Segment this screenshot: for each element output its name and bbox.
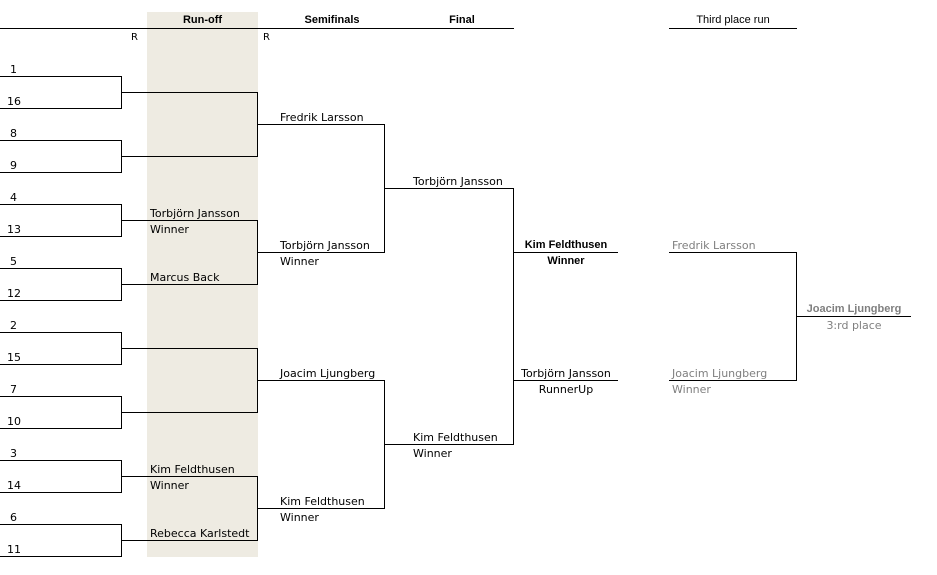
seed-label: 5 bbox=[10, 255, 17, 268]
seed-label: 12 bbox=[7, 287, 21, 300]
seed-label: 1 bbox=[10, 63, 17, 76]
seed-label: 7 bbox=[10, 383, 17, 396]
third-place-result-name: Joacim Ljungberg bbox=[806, 303, 902, 315]
seed-label: 6 bbox=[10, 511, 17, 524]
seed-label: 11 bbox=[7, 543, 21, 556]
runoff-player-4: Rebecca Karlstedt bbox=[150, 527, 250, 540]
header-semifinals: Semifinals bbox=[304, 14, 360, 26]
header-final: Final bbox=[449, 14, 475, 26]
header-third-place-run: Third place run bbox=[696, 14, 770, 26]
header-r-right: R bbox=[263, 32, 270, 43]
final-runner-label: RunnerUp bbox=[538, 383, 594, 396]
runoff-status-1: Winner bbox=[150, 223, 189, 236]
third-status-bottom: Winner bbox=[672, 383, 711, 396]
quarter-status-d: Winner bbox=[280, 511, 319, 524]
seed-label: 8 bbox=[10, 127, 17, 140]
third-place-result-label: 3:rd place bbox=[826, 319, 882, 332]
third-player-top: Fredrik Larsson bbox=[672, 239, 756, 252]
runoff-player-3: Kim Feldthusen bbox=[150, 463, 235, 476]
header-r-left: R bbox=[131, 32, 138, 43]
runoff-player-2: Marcus Back bbox=[150, 271, 220, 284]
seed-label: 4 bbox=[10, 191, 17, 204]
header-runoff: Run-off bbox=[182, 14, 223, 26]
final-runner-name: Torbjörn Jansson bbox=[521, 367, 611, 380]
seed-label: 9 bbox=[10, 159, 17, 172]
runoff-player-1: Torbjörn Jansson bbox=[150, 207, 240, 220]
seed-label: 16 bbox=[7, 95, 21, 108]
quarter-player-c: Joacim Ljungberg bbox=[280, 367, 376, 380]
final-winner-label: Winner bbox=[547, 255, 585, 267]
quarter-player-a: Fredrik Larsson bbox=[280, 111, 364, 124]
runoff-status-3: Winner bbox=[150, 479, 189, 492]
quarter-status-b: Winner bbox=[280, 255, 319, 268]
third-player-bottom: Joacim Ljungberg bbox=[672, 367, 768, 380]
seed-label: 13 bbox=[7, 223, 21, 236]
quarter-player-b: Torbjörn Jansson bbox=[280, 239, 370, 252]
quarter-player-d: Kim Feldthusen bbox=[280, 495, 365, 508]
semi-player-top: Torbjörn Jansson bbox=[413, 175, 503, 188]
final-winner-name: Kim Feldthusen bbox=[524, 239, 608, 251]
seed-label: 2 bbox=[10, 319, 17, 332]
seed-label: 14 bbox=[7, 479, 21, 492]
seed-label: 15 bbox=[7, 351, 21, 364]
seed-label: 10 bbox=[7, 415, 21, 428]
semi-status-bottom: Winner bbox=[413, 447, 452, 460]
semi-player-bottom: Kim Feldthusen bbox=[413, 431, 498, 444]
seed-label: 3 bbox=[10, 447, 17, 460]
